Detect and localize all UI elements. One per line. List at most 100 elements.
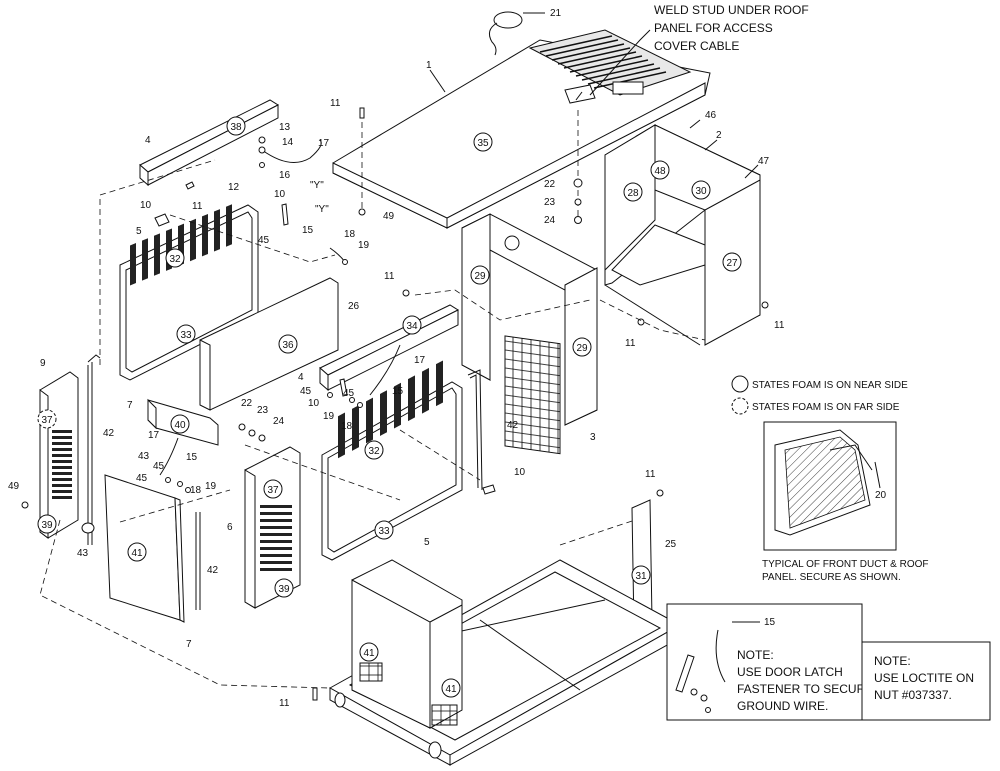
callout-19a: 19 — [358, 240, 370, 251]
callout-11b: 11 — [384, 271, 395, 282]
svg-text:33: 33 — [180, 330, 192, 341]
callout-25: 25 — [665, 539, 677, 550]
foam-label-36a: 37 — [37, 409, 57, 429]
roof-louver-grille — [528, 29, 692, 96]
svg-text:TYPICAL OF FRONT DUCT & ROOF: TYPICAL OF FRONT DUCT & ROOF — [762, 559, 929, 570]
callout-12: 12 — [228, 182, 240, 193]
callout-45a: 45 — [258, 235, 270, 246]
callout-15b: 15 — [392, 386, 404, 397]
callout-10a: 10 — [274, 189, 286, 200]
callout-11f: 11 — [279, 698, 290, 709]
callout-18c: 18 — [190, 485, 202, 496]
louvered-panel-right — [321, 360, 463, 561]
foam-label-29b: 29 — [572, 337, 592, 357]
svg-text:USE LOCTITE ON: USE LOCTITE ON — [874, 671, 974, 685]
callout-8: 7 — [127, 400, 133, 411]
svg-text:NOTE:: NOTE: — [874, 654, 911, 668]
callout-45b: 45 — [300, 386, 312, 397]
svg-text:31: 31 — [635, 571, 647, 582]
center-endcap — [244, 446, 301, 609]
svg-text:34: 34 — [406, 321, 418, 332]
intake-panel — [199, 277, 339, 411]
foam-legend: STATES FOAM IS ON NEAR SIDE STATES FOAM … — [731, 375, 908, 415]
callout-5a: 5 — [136, 226, 142, 237]
svg-text:GROUND WIRE.: GROUND WIRE. — [737, 699, 828, 713]
svg-text:WELD STUD UNDER ROOF: WELD STUD UNDER ROOF — [654, 3, 809, 17]
callout-26: 26 — [348, 301, 360, 312]
svg-text:27: 27 — [726, 258, 738, 269]
callout-6: 6 — [227, 522, 233, 533]
callout-23b: 23 — [257, 405, 269, 416]
callout-2: 2 — [716, 130, 722, 141]
callout-16: 16 — [279, 170, 291, 181]
foam-label-39: 40 — [170, 414, 190, 434]
svg-text:39: 39 — [41, 520, 53, 531]
left-roof-screw — [358, 107, 366, 216]
detail-callout-20: 20 — [875, 490, 887, 501]
svg-text:37: 37 — [267, 485, 279, 496]
callout-5b: 5 — [424, 537, 430, 548]
roof-fastener-stack — [573, 91, 583, 224]
callout-15a: 15 — [302, 225, 314, 236]
foam-label-33a: 33 — [176, 324, 196, 344]
callout-49a: 49 — [383, 211, 395, 222]
latch-callout-15: 15 — [764, 617, 776, 628]
callout-1: 1 — [426, 60, 432, 71]
callout-11d: 11 — [774, 320, 785, 331]
callout-17a: 17 — [318, 138, 330, 149]
support-rods — [87, 354, 483, 610]
svg-text:USE DOOR LATCH: USE DOOR LATCH — [737, 665, 843, 679]
right-side-housing — [604, 124, 761, 346]
callout-49b: 49 — [8, 481, 20, 492]
svg-text:36: 36 — [282, 340, 294, 351]
top-rail-upper — [139, 99, 280, 187]
svg-text:41: 41 — [445, 684, 457, 695]
legend-near-side: STATES FOAM IS ON NEAR SIDE — [752, 380, 908, 391]
callout-3: 3 — [590, 432, 596, 443]
foam-label-41b: 41 — [441, 678, 461, 698]
callout-21: 21 — [550, 8, 562, 19]
callout-45e: 45 — [136, 473, 148, 484]
weld-stud-note: WELD STUD UNDER ROOF PANEL FOR ACCESS CO… — [589, 3, 809, 96]
callout-43b: 43 — [77, 548, 89, 559]
foam-label-34a: 38 — [226, 116, 246, 136]
detail-inset: 20 TYPICAL OF FRONT DUCT & ROOF PANEL. S… — [762, 421, 929, 583]
svg-text:29: 29 — [474, 271, 486, 282]
svg-text:FASTENER TO SECURE: FASTENER TO SECURE — [737, 682, 873, 696]
foam-label-48: 48 — [650, 160, 670, 180]
callout-45c: 45 — [343, 388, 355, 399]
callout-4b: 4 — [298, 372, 304, 383]
svg-text:40: 40 — [174, 420, 186, 431]
svg-text:35: 35 — [477, 138, 489, 149]
svg-text:33: 33 — [378, 526, 390, 537]
engine-enclosure — [351, 559, 463, 729]
foam-label-36b: 37 — [263, 479, 283, 499]
left-endcap — [39, 371, 79, 539]
callout-22b: 22 — [241, 398, 253, 409]
callout-19b: 19 — [323, 411, 335, 422]
callout-23a: 23 — [544, 197, 556, 208]
callout-17b: 17 — [414, 355, 426, 366]
svg-text:37: 37 — [41, 415, 53, 426]
access-cover-cable — [488, 11, 523, 56]
callout-24b: 24 — [273, 416, 285, 427]
foam-label-41a: 41 — [359, 642, 379, 662]
callout-numbers: 21 1 46 2 47 11 13 14 17 16 12 "Y" "Y" 4… — [8, 8, 785, 709]
svg-text:PANEL FOR ACCESS: PANEL FOR ACCESS — [654, 21, 773, 35]
svg-text:NOTE:: NOTE: — [737, 648, 774, 662]
svg-text:41: 41 — [363, 648, 375, 659]
louvered-panel-left — [119, 204, 259, 381]
roof-panel — [332, 29, 711, 229]
callout-4a: 4 — [145, 135, 151, 146]
callout-11c: 11 — [625, 338, 636, 349]
callout-47: 47 — [758, 156, 770, 167]
callout-10c: 10 — [308, 398, 320, 409]
foam-label-28: 28 — [623, 182, 643, 202]
callout-42b: 42 — [507, 420, 519, 431]
wire-marker-y1: "Y" — [310, 180, 324, 191]
foam-label-33b: 33 — [374, 520, 394, 540]
svg-text:29: 29 — [576, 343, 588, 354]
svg-text:32: 32 — [368, 446, 380, 457]
callout-11-roof: 11 — [330, 98, 341, 109]
